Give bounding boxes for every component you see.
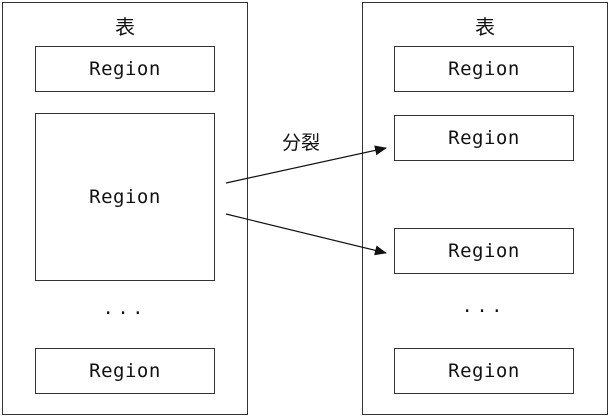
left-table-title: 表 [115, 15, 135, 39]
split-label: 分裂 [282, 132, 321, 154]
left-ellipsis: ... [102, 298, 148, 319]
right-region-split-a: Region [394, 115, 574, 161]
right-region-bottom: Region [394, 348, 574, 394]
right-region-top: Region [394, 46, 574, 92]
left-region-large: Region [35, 113, 215, 281]
right-table-title: 表 [475, 15, 495, 39]
left-region-top: Region [35, 46, 215, 92]
right-region-split-b: Region [394, 228, 574, 274]
split-arrow-lower [225, 213, 387, 256]
right-ellipsis: ... [461, 296, 507, 317]
split-arrow-upper [225, 145, 387, 184]
left-region-bottom: Region [35, 348, 215, 394]
